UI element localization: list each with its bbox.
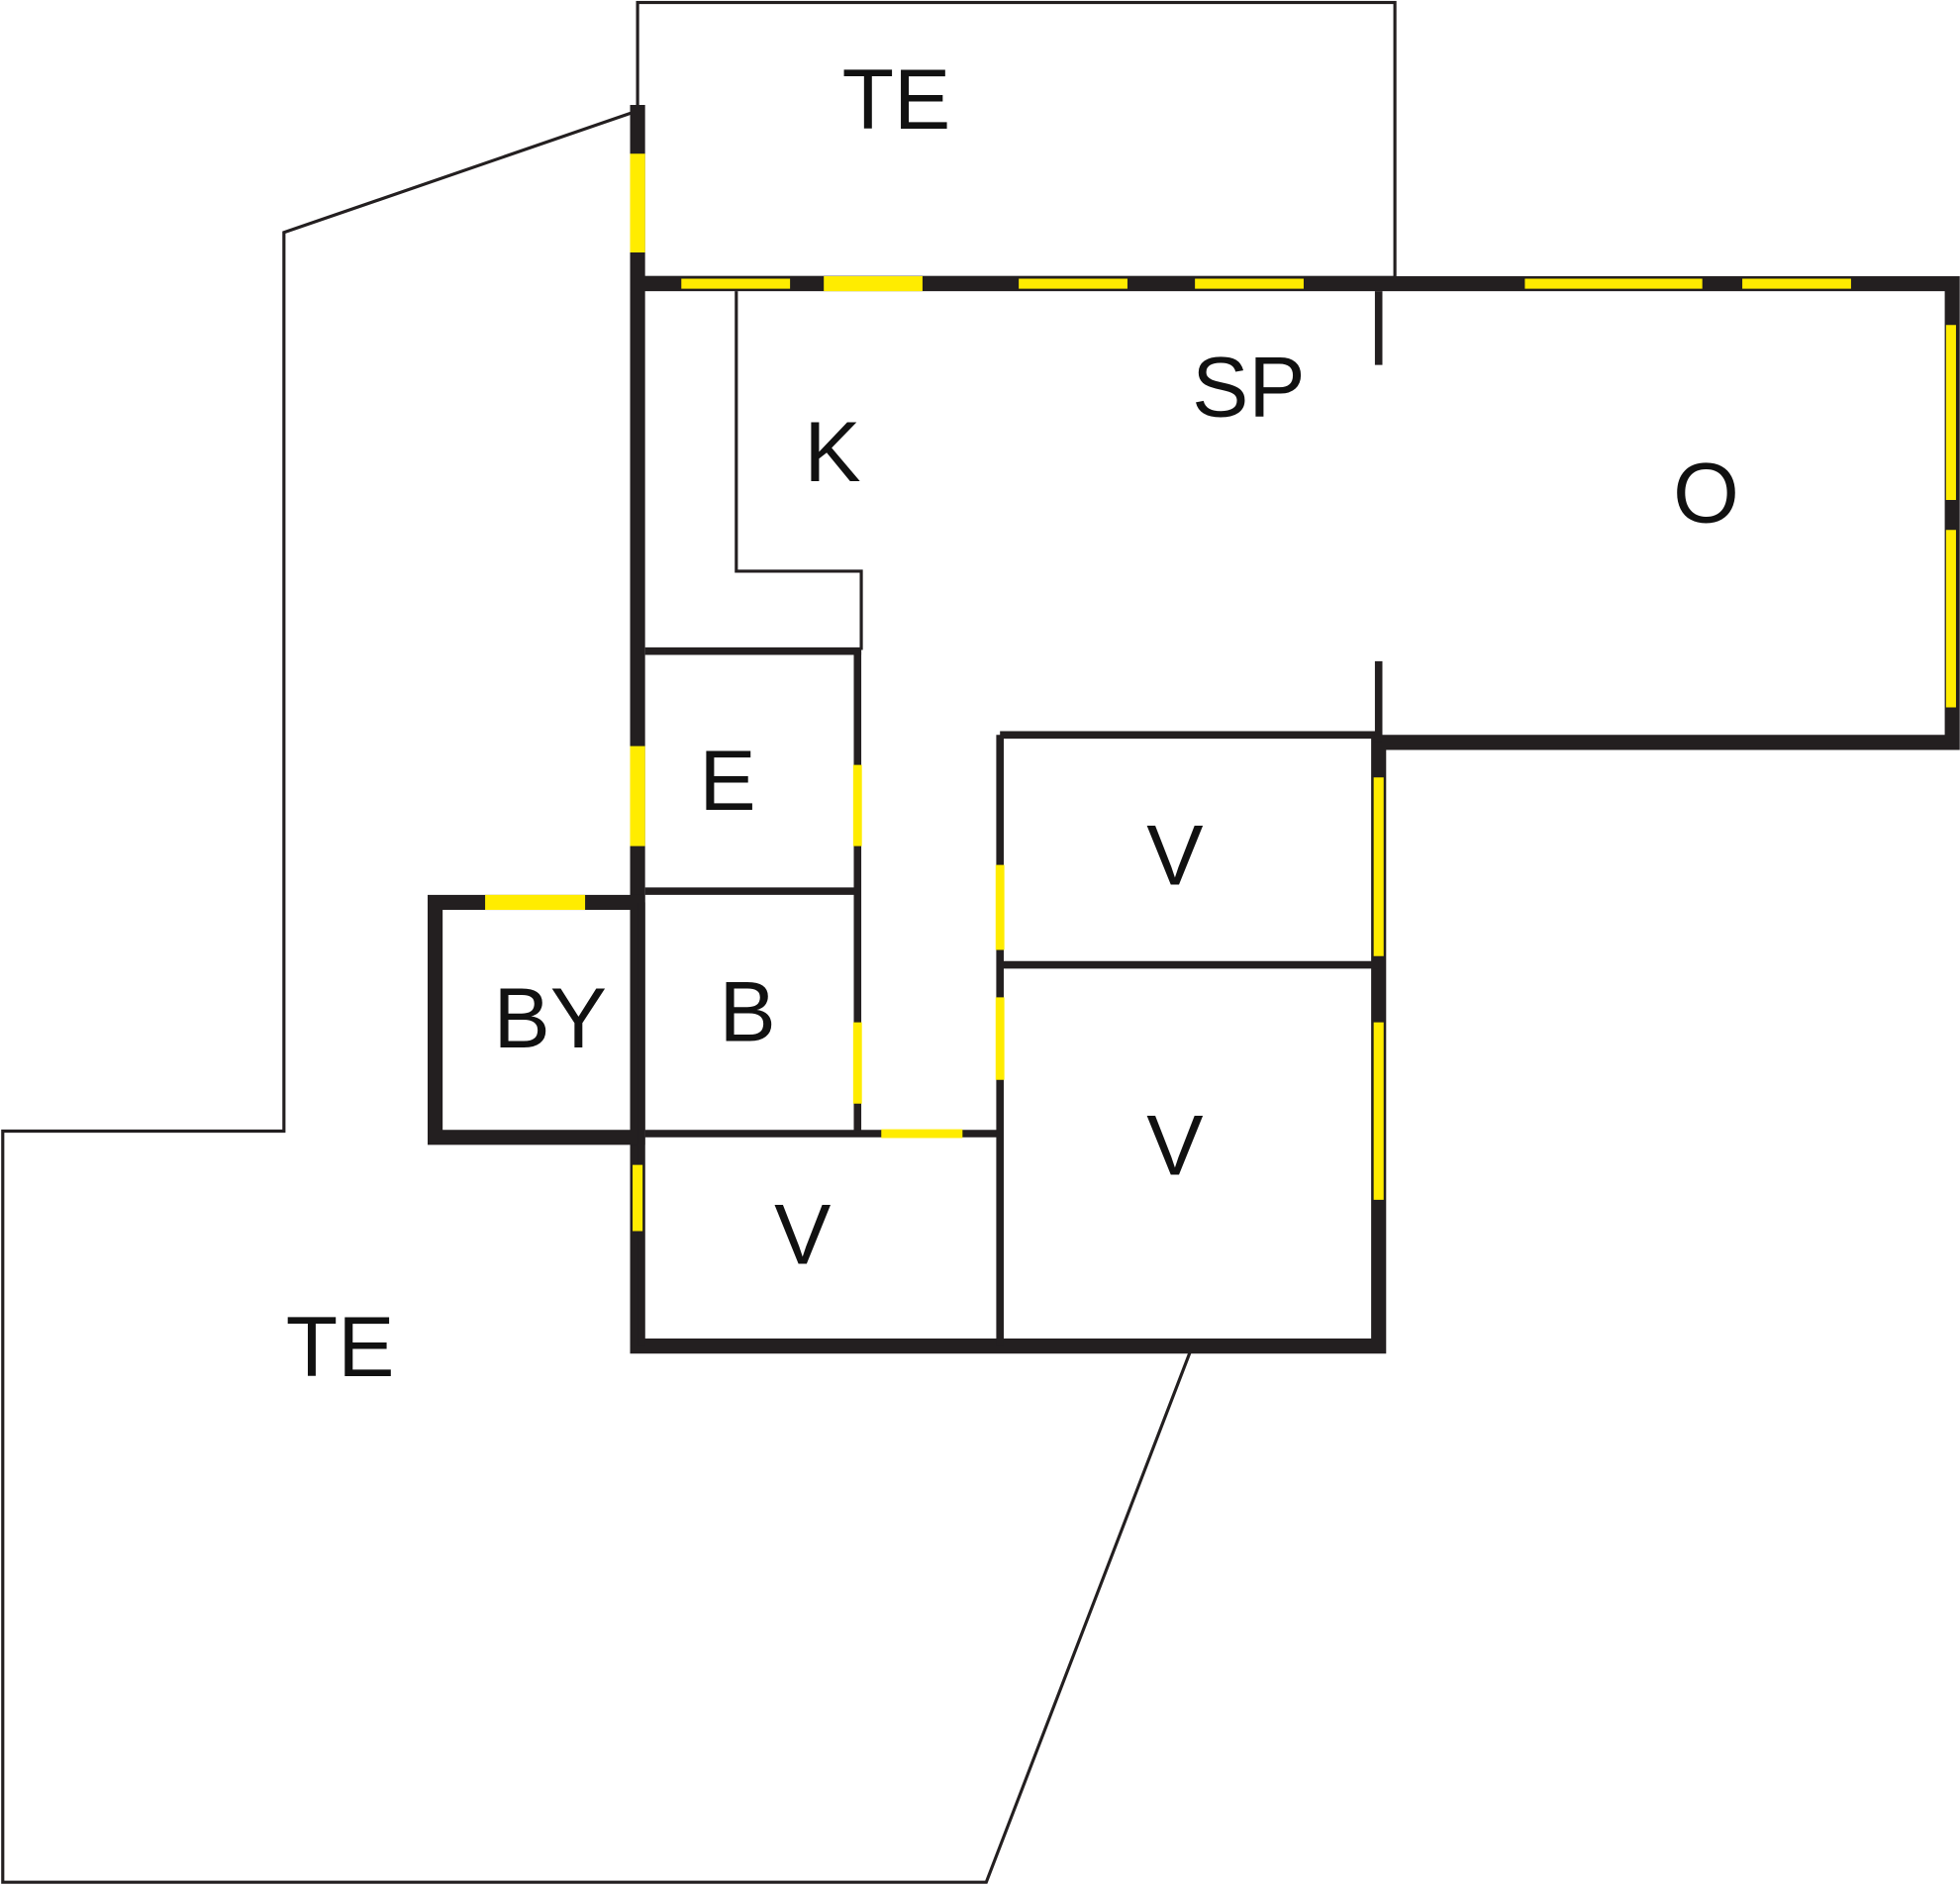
room-label-o: O [1673, 447, 1739, 542]
room-label-sp: SP [1192, 340, 1306, 435]
room-label-v-lower-left: V [774, 1187, 831, 1282]
room-labels: TE SP K O E V BY B V V TE [286, 52, 1739, 1395]
terrace-bottom-outline [1, 111, 1192, 1884]
room-label-e: E [699, 734, 755, 829]
room-label-te-bottom: TE [286, 1300, 395, 1395]
room-label-v-upper: V [1146, 809, 1203, 904]
room-label-b: B [720, 965, 776, 1060]
room-label-k: K [804, 405, 860, 500]
room-label-by: BY [493, 971, 606, 1066]
kitchen-counter-line [735, 291, 863, 650]
windows [485, 153, 1956, 1232]
terrace-top-outline [636, 0, 1397, 279]
room-label-te-top: TE [842, 52, 951, 148]
room-label-v-lower-right: V [1146, 1099, 1203, 1194]
